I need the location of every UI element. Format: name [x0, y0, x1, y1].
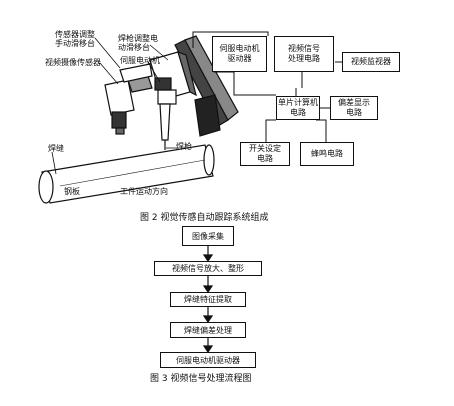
box-servo-driver: 伺服电动机 驱动器 [212, 36, 267, 72]
figure-2-caption: 图 2 视觉传感自动跟踪系统组成 [140, 213, 269, 223]
label-torch-adjust-stage: 焊枪调整电 动滑移台 [118, 34, 158, 52]
box-video-monitor: 视频监视器 [342, 52, 400, 72]
label-plate: 钢板 [64, 187, 80, 196]
label-video-sensor: 视频摄像传感器 [45, 58, 101, 67]
figure-3-caption: 图 3 视频信号处理流程图 [150, 374, 252, 384]
box-offset-display: 偏差显示 电路 [330, 96, 378, 120]
welding-torch [159, 103, 171, 141]
pipe-end [38, 170, 54, 204]
video-camera [104, 79, 135, 116]
label-workpiece-direction: 工件运动方向 [120, 187, 168, 196]
box-beeper: 蜂鸣电路 [300, 142, 354, 166]
label-servo-motor: 伺服电动机 [120, 56, 160, 65]
label-torch: 焊枪 [176, 142, 192, 151]
label-seam: 焊缝 [48, 144, 64, 153]
box-switch-setting: 开关设定 电路 [240, 142, 290, 166]
box-video-processing: 视频信号 处理电路 [274, 36, 334, 72]
flow-step-feature-extract: 焊缝特征提取 [170, 292, 246, 307]
flow-step-servo-driver: 伺服电动机驱动器 [160, 352, 256, 368]
label-sensor-adjust-stage: 传感器调整 手动滑移台 [55, 30, 95, 48]
flow-step-image-acquisition: 图像采集 [182, 226, 234, 246]
flow-step-signal-amplify: 视频信号放大、整形 [154, 261, 262, 276]
box-mcu: 单片计算机 电路 [276, 96, 320, 120]
flow-step-deviation: 焊缝偏差处理 [170, 322, 246, 338]
